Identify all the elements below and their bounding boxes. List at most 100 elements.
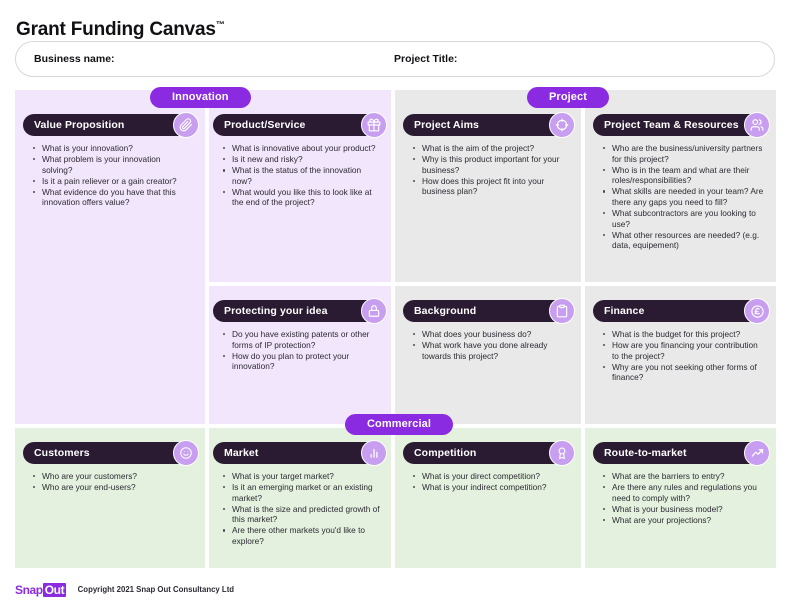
page-title: Grant Funding Canvas™ [16,19,225,41]
card-title: Protecting your idea [224,305,328,317]
list-item: What is your business model? [603,504,764,515]
card-bullet-list: What is the budget for this project? How… [593,329,768,383]
card-header: Background [403,298,575,324]
card-header: Route-to-market [593,440,770,466]
bar-chart-icon [361,440,387,466]
card-bullet-list: What is your direct competition? What is… [403,471,573,493]
zone-innovation-background [15,90,393,426]
canvas-grid: Value Proposition What is your innovatio… [15,90,776,568]
list-item: What is your direct competition? [413,471,569,482]
list-item: Is it new and risky? [223,154,381,165]
list-item: What is the budget for this project? [603,329,764,340]
logo-snap-text: Snap [15,582,43,597]
list-item: Who are the business/university partners… [603,143,763,164]
card-header: Project Team & Resources [593,112,770,138]
list-item: Is it an emerging market or an existing … [223,482,381,503]
card-title: Route-to-market [604,447,687,459]
list-item: Is it a pain reliever or a gain creator? [33,176,193,187]
card-value-proposition[interactable]: Value Proposition What is your innovatio… [23,112,199,209]
list-item: Who is in the team and what are their ro… [603,165,764,186]
list-item: Are there other markets you'd like to ex… [223,525,381,546]
list-item: What is innovative about your product? [223,143,381,154]
card-finance[interactable]: Finance What is the budget for this proj… [593,298,770,383]
target-icon [549,112,575,138]
card-route-to-market[interactable]: Route-to-market What are the barriers to… [593,440,770,526]
business-name-label: Business name: [34,53,115,65]
card-header: Value Proposition [23,112,199,138]
project-title-label: Project Title: [394,53,458,65]
list-item: How are you financing your contribution … [603,340,764,361]
card-bullet-list: What are the barriers to entry? Are ther… [593,471,768,525]
list-item: What evidence do you have that this inno… [33,187,193,208]
card-bullet-list: What is your innovation? What problem is… [23,143,197,208]
zone-label-project: Project [527,87,609,108]
card-title: Project Aims [414,119,479,131]
list-item: Why are you not seeking other forms of f… [603,362,764,383]
list-item: What does your business do? [413,329,569,340]
list-item: What other resources are needed? (e.g. d… [603,230,764,251]
card-project-team-resources[interactable]: Project Team & Resources Who are the bus… [593,112,770,251]
list-item: What is the aim of the project? [413,143,569,154]
card-header: Protecting your idea [213,298,387,324]
list-item: Why is this product important for your b… [413,154,569,175]
card-competition[interactable]: Competition What is your direct competit… [403,440,575,493]
clipboard-icon [549,298,575,324]
card-background[interactable]: Background What does your business do? W… [403,298,575,362]
card-bullet-list: Who are your customers? Who are your end… [23,471,197,493]
list-item: How does this project fit into your busi… [413,176,569,197]
trademark-mark: ™ [215,19,225,30]
list-item: Are there any rules and regulations you … [603,482,764,503]
card-title: Background [414,305,477,317]
card-title: Value Proposition [34,119,125,131]
pound-icon [744,298,770,324]
list-item: What skills are needed in your team? Are… [603,186,764,207]
card-market[interactable]: Market What is your target market? Is it… [213,440,387,547]
column-divider-2 [391,90,395,568]
card-customers[interactable]: Customers Who are your customers? Who ar… [23,440,199,493]
zone-label-commercial: Commercial [345,414,453,435]
list-item: Do you have existing patents or other fo… [223,329,381,350]
list-item: What is your indirect competition? [413,482,569,493]
row-divider-middle [205,282,776,286]
card-bullet-list: Do you have existing patents or other fo… [213,329,385,372]
lock-icon [361,298,387,324]
card-header: Project Aims [403,112,575,138]
list-item: Who are your end-users? [33,482,193,493]
card-header: Market [213,440,387,466]
card-product-service[interactable]: Product/Service What is innovative about… [213,112,387,209]
card-project-aims[interactable]: Project Aims What is the aim of the proj… [403,112,575,197]
card-title: Product/Service [224,119,306,131]
gift-icon [361,112,387,138]
info-bar: Business name: Project Title: [15,41,775,77]
list-item: What subcontractors are you looking to u… [603,208,764,229]
card-title: Competition [414,447,477,459]
card-header: Finance [593,298,770,324]
card-header: Customers [23,440,199,466]
card-bullet-list: What does your business do? What work ha… [403,329,573,361]
people-icon [744,112,770,138]
card-header: Competition [403,440,575,466]
zone-project-background [395,90,776,426]
list-item: What would you like this to look like at… [223,187,381,208]
copyright-text: Copyright 2021 Snap Out Consultancy Ltd [77,585,235,595]
list-item: How do you plan to protect your innovati… [223,351,381,372]
card-header: Product/Service [213,112,387,138]
logo-out-text: Out [42,582,67,597]
list-item: What are your projections? [603,515,764,526]
card-protecting-your-idea[interactable]: Protecting your idea Do you have existin… [213,298,387,372]
card-bullet-list: What is innovative about your product? I… [213,143,385,208]
card-bullet-list: What is the aim of the project? Why is t… [403,143,573,197]
list-item: What are the barriers to entry? [603,471,764,482]
smiley-icon [173,440,199,466]
column-divider-3 [581,90,585,568]
column-divider-1 [205,90,209,568]
list-item: What problem is your innovation solving? [33,154,193,175]
zone-label-innovation: Innovation [150,87,251,108]
paperclip-icon [173,112,199,138]
list-item: Who are your customers? [33,471,193,482]
list-item: What is your innovation? [33,143,193,154]
card-title: Customers [34,447,90,459]
